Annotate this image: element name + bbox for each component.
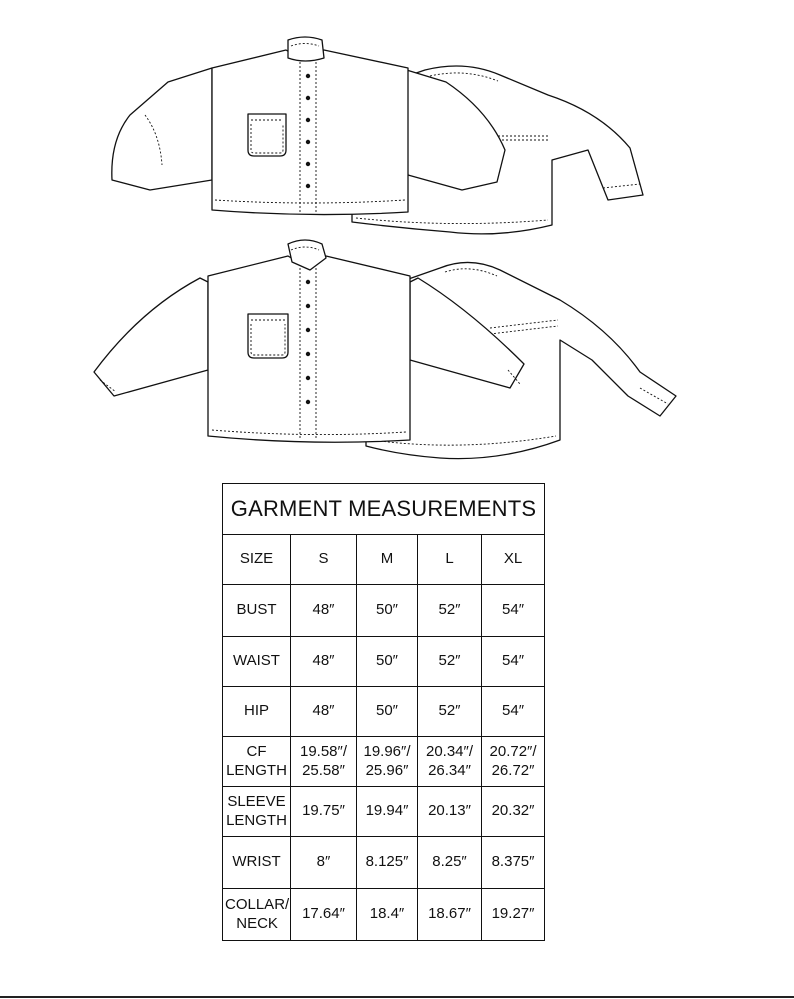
table-cell: 48″ xyxy=(290,636,357,687)
long-shirt-front-flat xyxy=(93,239,525,443)
table-row: CF LENGTH 19.58″/ 25.58″ 19.96″/ 25.96″ … xyxy=(222,736,546,787)
measurements-table: GARMENT MEASUREMENTS SIZE S M L XL BUST … xyxy=(221,483,546,941)
table-cell: 18.67″ xyxy=(417,888,482,941)
row-label-sleeve-length: SLEEVE LENGTH xyxy=(226,792,287,829)
table-cell: 8.25″ xyxy=(417,836,482,889)
table-row: HIP 48″ 50″ 52″ 54″ xyxy=(222,686,546,737)
table-cell: 20.13″ xyxy=(417,786,482,837)
table-cell: 52″ xyxy=(417,686,482,737)
table-cell: 52″ xyxy=(417,636,482,687)
garment-measurements-table: GARMENT MEASUREMENTS SIZE S M L XL BUST … xyxy=(221,483,546,941)
table-cell: 8″ xyxy=(290,836,357,889)
row-label-wrist: WRIST xyxy=(222,836,291,889)
table-cell: 8.375″ xyxy=(480,836,546,889)
table-header-row: SIZE S M L XL xyxy=(222,534,546,585)
table-cell: 17.64″ xyxy=(290,888,357,941)
row-label-hip: HIP xyxy=(222,686,291,737)
row-label-collar-neck: COLLAR/ NECK xyxy=(225,895,290,932)
table-cell: 19.94″ xyxy=(356,786,418,837)
row-label-waist: WAIST xyxy=(222,636,291,687)
table-cell: 19.58″/ 25.58″ xyxy=(299,742,347,779)
bottom-divider xyxy=(0,996,794,998)
table-cell: 18.4″ xyxy=(356,888,418,941)
table-cell: 50″ xyxy=(356,686,418,737)
size-l: L xyxy=(417,534,482,585)
table-cell: 19.75″ xyxy=(290,786,357,837)
table-cell: 48″ xyxy=(290,584,357,637)
size-s: S xyxy=(290,534,357,585)
cropped-shirt-front-flat xyxy=(111,36,506,216)
size-header: SIZE xyxy=(222,534,291,585)
table-cell: 20.72″/ 26.72″ xyxy=(489,742,537,779)
table-row: WRIST 8″ 8.125″ 8.25″ 8.375″ xyxy=(222,836,546,889)
table-cell: 20.34″/ 26.34″ xyxy=(425,742,473,779)
table-cell: 52″ xyxy=(417,584,482,637)
table-cell: 54″ xyxy=(480,584,546,637)
table-cell: 19.27″ xyxy=(480,888,546,941)
table-cell: 48″ xyxy=(290,686,357,737)
table-cell: 8.125″ xyxy=(356,836,418,889)
row-label-bust: BUST xyxy=(222,584,291,637)
table-cell: 50″ xyxy=(356,584,418,637)
table-row: COLLAR/ NECK 17.64″ 18.4″ 18.67″ 19.27″ xyxy=(222,888,546,941)
table-row: BUST 48″ 50″ 52″ 54″ xyxy=(222,584,546,637)
table-title: GARMENT MEASUREMENTS xyxy=(221,483,546,535)
row-label-cf-length: CF LENGTH xyxy=(226,742,287,779)
table-row: SLEEVE LENGTH 19.75″ 19.94″ 20.13″ 20.32… xyxy=(222,786,546,837)
table-cell: 50″ xyxy=(356,636,418,687)
garment-flats xyxy=(0,0,794,470)
table-cell: 54″ xyxy=(480,686,546,737)
size-xl: XL xyxy=(480,534,546,585)
table-cell: 54″ xyxy=(480,636,546,687)
table-cell: 20.32″ xyxy=(480,786,546,837)
table-cell: 19.96″/ 25.96″ xyxy=(363,742,411,779)
size-m: M xyxy=(356,534,418,585)
table-row: WAIST 48″ 50″ 52″ 54″ xyxy=(222,636,546,687)
